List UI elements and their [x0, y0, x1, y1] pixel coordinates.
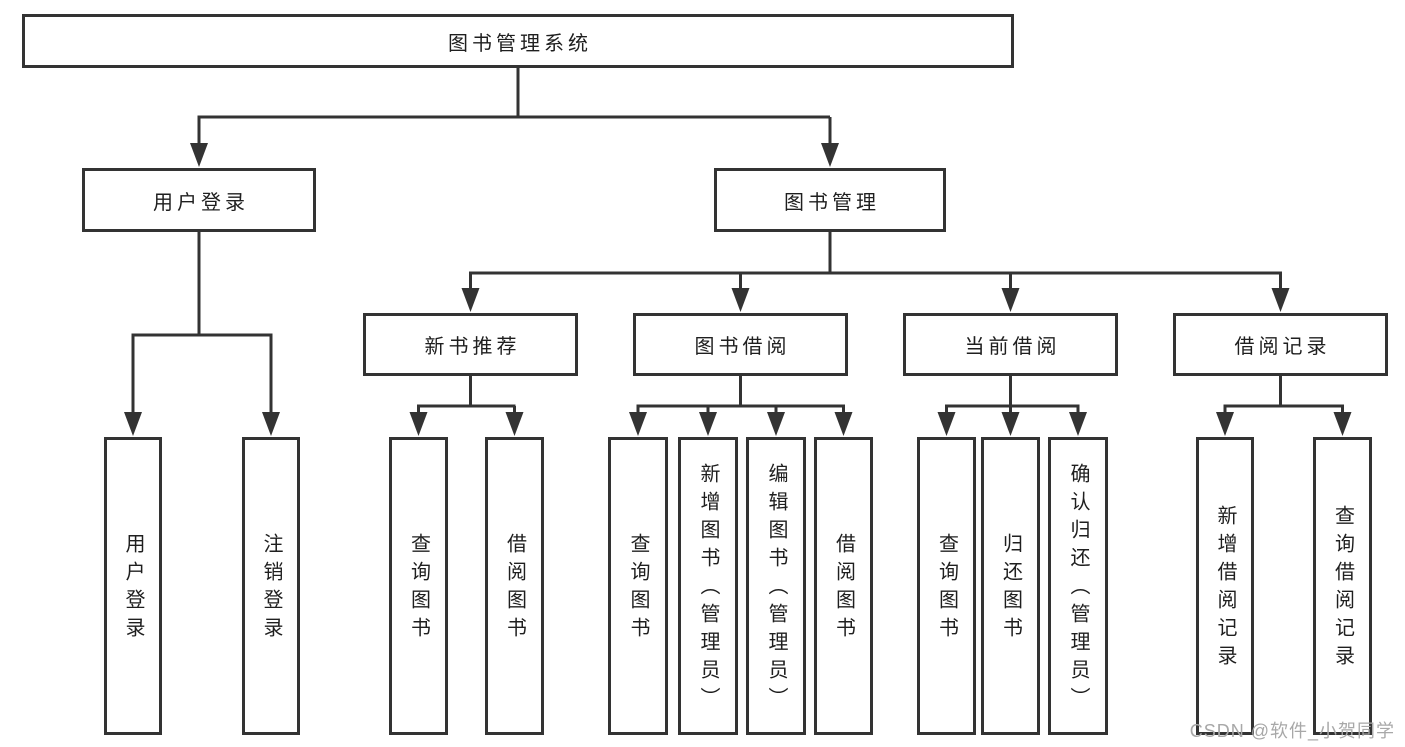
- node-user-login: 用户登录: [82, 168, 316, 232]
- node-new-book-recommendation: 新书推荐: [363, 313, 578, 376]
- leaf-query-books-recommend: 查询图书: [389, 437, 448, 735]
- leaf-logout: 注销登录: [242, 437, 300, 735]
- node-book-borrowing: 图书借阅: [633, 313, 848, 376]
- csdn-watermark: CSDN @软件_小贺同学: [1189, 721, 1395, 741]
- leaf-query-borrow-record: 查询借阅记录: [1313, 437, 1372, 735]
- leaf-edit-book-admin: 编辑图书（管理员）: [746, 437, 806, 735]
- node-current-borrowing: 当前借阅: [903, 313, 1118, 376]
- node-borrowing-records: 借阅记录: [1173, 313, 1388, 376]
- leaf-add-book-admin: 新增图书（管理员）: [678, 437, 738, 735]
- node-library-management-system: 图书管理系统: [22, 14, 1014, 68]
- leaf-query-books-current: 查询图书: [917, 437, 976, 735]
- leaf-borrow-books-borrowing: 借阅图书: [814, 437, 873, 735]
- leaf-borrow-books-recommend: 借阅图书: [485, 437, 544, 735]
- leaf-return-book: 归还图书: [981, 437, 1040, 735]
- leaf-user-login: 用户登录: [104, 437, 162, 735]
- node-book-management: 图书管理: [714, 168, 946, 232]
- leaf-confirm-return-admin: 确认归还（管理员）: [1048, 437, 1108, 735]
- leaf-add-borrow-record: 新增借阅记录: [1196, 437, 1254, 735]
- leaf-query-books-borrowing: 查询图书: [608, 437, 668, 735]
